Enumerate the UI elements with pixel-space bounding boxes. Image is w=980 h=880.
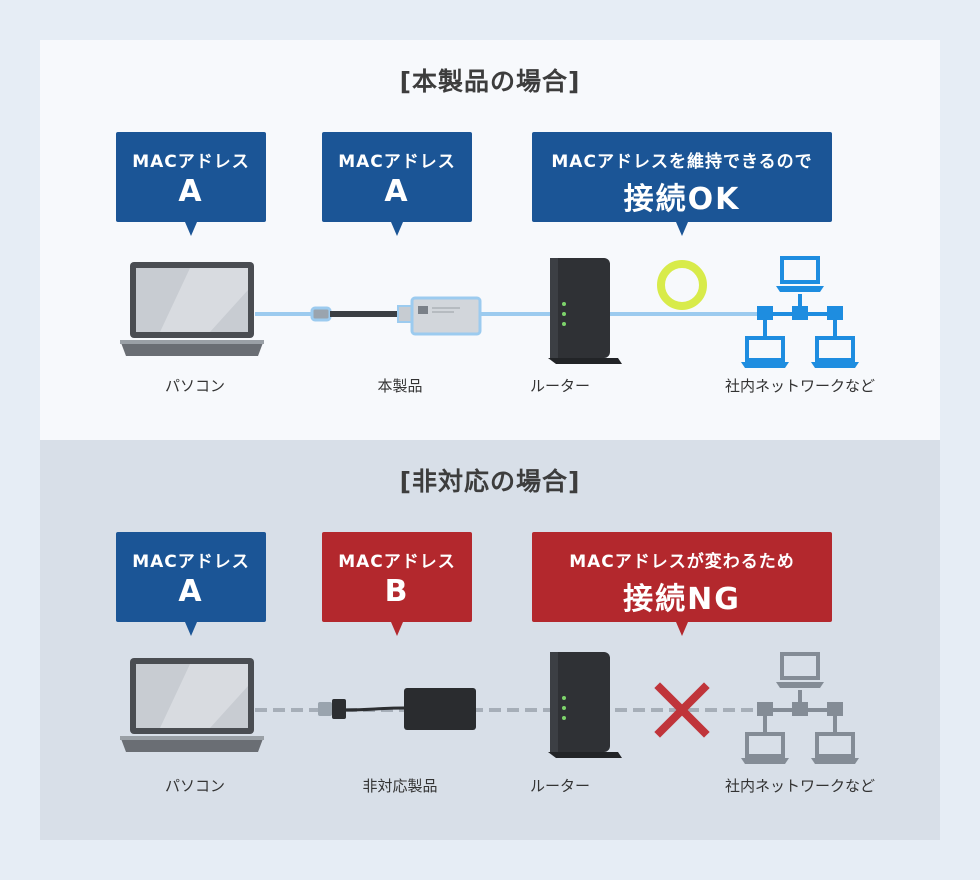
bubble-line2: A (178, 174, 204, 209)
label-router: ルーター (529, 777, 590, 795)
bubble-laptop-mac: MACアドレス A (116, 132, 266, 236)
bubble-line2: 接続NG (623, 582, 741, 617)
bottom-diagram-art (120, 652, 859, 764)
bubble-line1: MACアドレスを維持できるので (551, 152, 813, 172)
top-diagram-art (120, 256, 859, 368)
panel-this-product: [本製品の場合] MACアドレス A MACアドレス A MACアドレスを維持で… (40, 40, 940, 440)
bubble-line2: A (178, 574, 204, 609)
bubble-product-mac: MACアドレス A (322, 132, 472, 236)
router-icon (548, 652, 622, 758)
bubble-unsupported-mac: MACアドレス B (322, 532, 472, 636)
ng-cross-icon (654, 682, 710, 738)
label-this-product: 本製品 (377, 377, 423, 395)
label-network: 社内ネットワークなど (724, 777, 875, 795)
network-icon (741, 256, 859, 368)
label-network: 社内ネットワークなど (724, 377, 875, 395)
bubble-line1: MACアドレス (338, 552, 456, 572)
bubble-line1: MACアドレス (132, 552, 250, 572)
label-laptop: パソコン (164, 777, 225, 795)
bubble-line2: A (384, 174, 410, 209)
panel-title-this-product: [本製品の場合] (399, 67, 581, 96)
network-icon (741, 652, 859, 764)
laptop-icon (120, 658, 264, 752)
label-laptop: パソコン (164, 377, 225, 395)
bubble-line1: MACアドレスが変わるため (569, 552, 795, 572)
label-router: ルーター (529, 377, 590, 395)
bubble-line2: B (384, 574, 410, 609)
adapter-icon (318, 688, 476, 730)
bubble-line1: MACアドレス (338, 152, 456, 172)
bubble-laptop-mac: MACアドレス A (116, 532, 266, 636)
bubble-line1: MACアドレス (132, 152, 250, 172)
adapter-icon (310, 296, 482, 336)
laptop-icon (120, 262, 264, 356)
bubble-connection-ok: MACアドレスを維持できるので 接続OK (532, 132, 832, 236)
label-unsupported-product: 非対応製品 (362, 777, 438, 795)
panel-unsupported-product: [非対応の場合] MACアドレス A MACアドレス B MACアドレスが変わる… (40, 440, 940, 840)
router-icon (548, 258, 622, 364)
bubble-connection-ng: MACアドレスが変わるため 接続NG (532, 532, 832, 636)
panel-title-unsupported: [非対応の場合] (399, 467, 581, 496)
ok-circle-icon (657, 260, 707, 310)
bubble-line2: 接続OK (623, 182, 741, 217)
